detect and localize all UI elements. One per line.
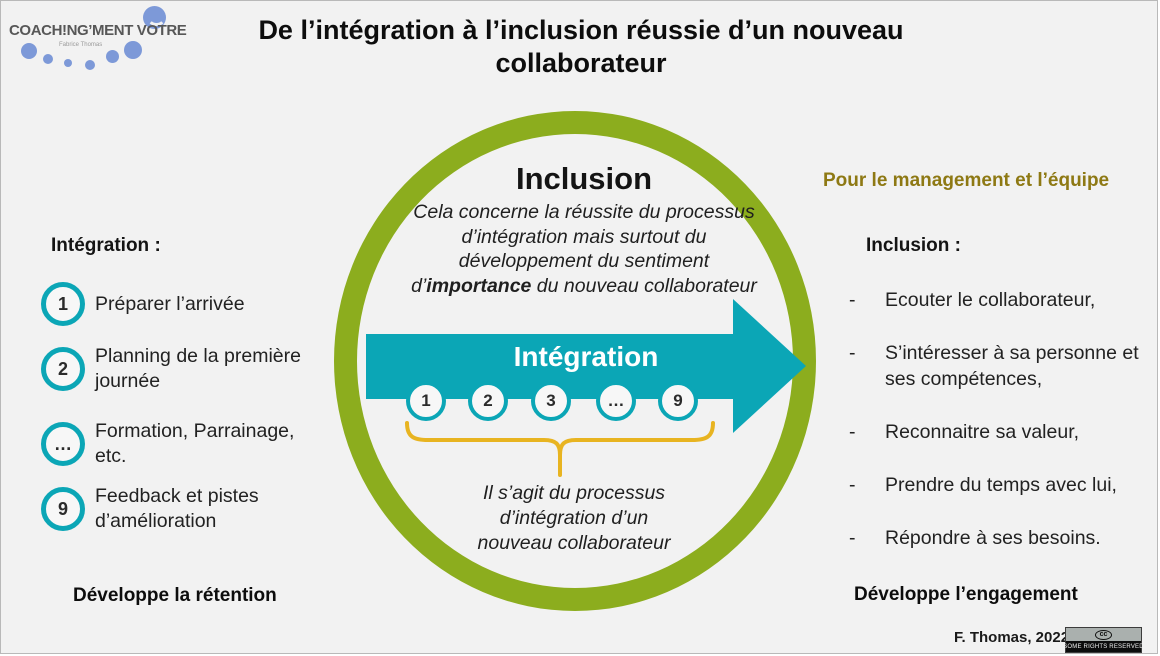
- inclusion-description-line: d’intégration mais surtout du: [461, 225, 707, 248]
- step-circle-2: 2: [468, 381, 508, 421]
- list-item-label: Formation, Parrainage, etc.: [95, 420, 295, 467]
- right-subheading: Inclusion :: [866, 235, 961, 256]
- cc-license-badge: cc SOME RIGHTS RESERVED: [1063, 627, 1144, 653]
- step-badge: 9: [41, 487, 85, 531]
- right-footer: Développe l’engagement: [854, 584, 1078, 605]
- smiley-icon: [143, 6, 166, 29]
- underbrace-icon: [405, 421, 715, 477]
- left-footer: Développe la rétention: [73, 585, 277, 606]
- list-item: - Reconnaitre sa valeur,: [849, 419, 1149, 445]
- dash-bullet: -: [849, 289, 856, 311]
- right-list: - Ecouter le collaborateur, - S’intéress…: [849, 287, 1149, 578]
- list-item-label: Feedback et pistes d’amélioration: [95, 485, 259, 532]
- step-circle-9: 9: [658, 381, 698, 421]
- left-heading: Intégration :: [51, 235, 161, 256]
- logo-dot: [85, 60, 95, 70]
- integration-arrow-head: [733, 299, 806, 433]
- list-item-label: Prendre du temps avec lui,: [885, 474, 1117, 496]
- step-circle-ellipsis: …: [596, 381, 636, 421]
- list-item-label: Répondre à ses besoins.: [885, 527, 1101, 549]
- list-item: … Formation, Parrainage, etc.: [41, 419, 341, 469]
- list-item-label: Planning de la première journée: [95, 345, 301, 392]
- step-badge: …: [41, 422, 85, 466]
- cc-license-text: SOME RIGHTS RESERVED: [1063, 641, 1144, 652]
- step-badge: 1: [41, 282, 85, 326]
- logo-dot: [124, 41, 142, 59]
- list-item: 9 Feedback et pistes d’amélioration: [41, 484, 341, 534]
- list-item: 2 Planning de la première journée: [41, 344, 341, 394]
- integration-note-line: d’intégration d’un: [499, 507, 649, 529]
- logo: COACH!NG’MENT VOTRE Fabrice Thomas: [7, 5, 187, 85]
- author-credit: F. Thomas, 2022: [954, 629, 1070, 646]
- inclusion-heading: Inclusion: [515, 161, 653, 196]
- logo-dot: [106, 50, 119, 63]
- inclusion-description: Cela concerne la réussite du processus d…: [389, 200, 779, 298]
- integration-note-line: Il s’agit du processus: [482, 482, 666, 504]
- list-item: - Prendre du temps avec lui,: [849, 472, 1149, 498]
- step-circle-1: 1: [406, 381, 446, 421]
- inclusion-description-line: Cela concerne la réussite du processus: [413, 201, 755, 223]
- dash-bullet: -: [849, 474, 856, 496]
- integration-note-line: nouveau collaborateur: [477, 532, 671, 554]
- right-heading: Pour le management et l’équipe: [823, 170, 1110, 191]
- page-title: De l’intégration à l’inclusion réussie d…: [258, 15, 904, 78]
- inclusion-description-line: développement du sentiment: [458, 250, 710, 272]
- logo-title: COACH!NG’MENT VOTRE: [9, 22, 187, 39]
- inclusion-description-line: d’importance du nouveau collaborateur: [411, 274, 757, 297]
- dash-bullet: -: [849, 342, 856, 364]
- step-badge: 2: [41, 347, 85, 391]
- list-item-label: Ecouter le collaborateur,: [885, 289, 1096, 311]
- list-item-label: Préparer l’arrivée: [95, 292, 245, 315]
- logo-dot: [64, 59, 72, 67]
- logo-subtitle: Fabrice Thomas: [59, 42, 103, 48]
- integration-note: Il s’agit du processus d’intégration d’u…: [429, 481, 719, 556]
- list-item: 1 Préparer l’arrivée: [41, 282, 341, 326]
- dash-bullet: -: [849, 421, 856, 443]
- dash-bullet: -: [849, 527, 856, 549]
- list-item: - Ecouter le collaborateur,: [849, 287, 1149, 313]
- list-item: - Répondre à ses besoins.: [849, 525, 1149, 551]
- list-item-label: Reconnaitre sa valeur,: [885, 421, 1080, 443]
- list-item: - S’intéresser à sa personne et ses comp…: [849, 340, 1149, 392]
- cc-icon: cc: [1066, 628, 1141, 641]
- list-item-label: S’intéresser à sa personne et ses compét…: [885, 342, 1139, 390]
- integration-arrow-label: Intégration: [513, 341, 659, 372]
- step-circle-3: 3: [531, 381, 571, 421]
- logo-dot: [21, 43, 37, 59]
- logo-dot: [43, 54, 53, 64]
